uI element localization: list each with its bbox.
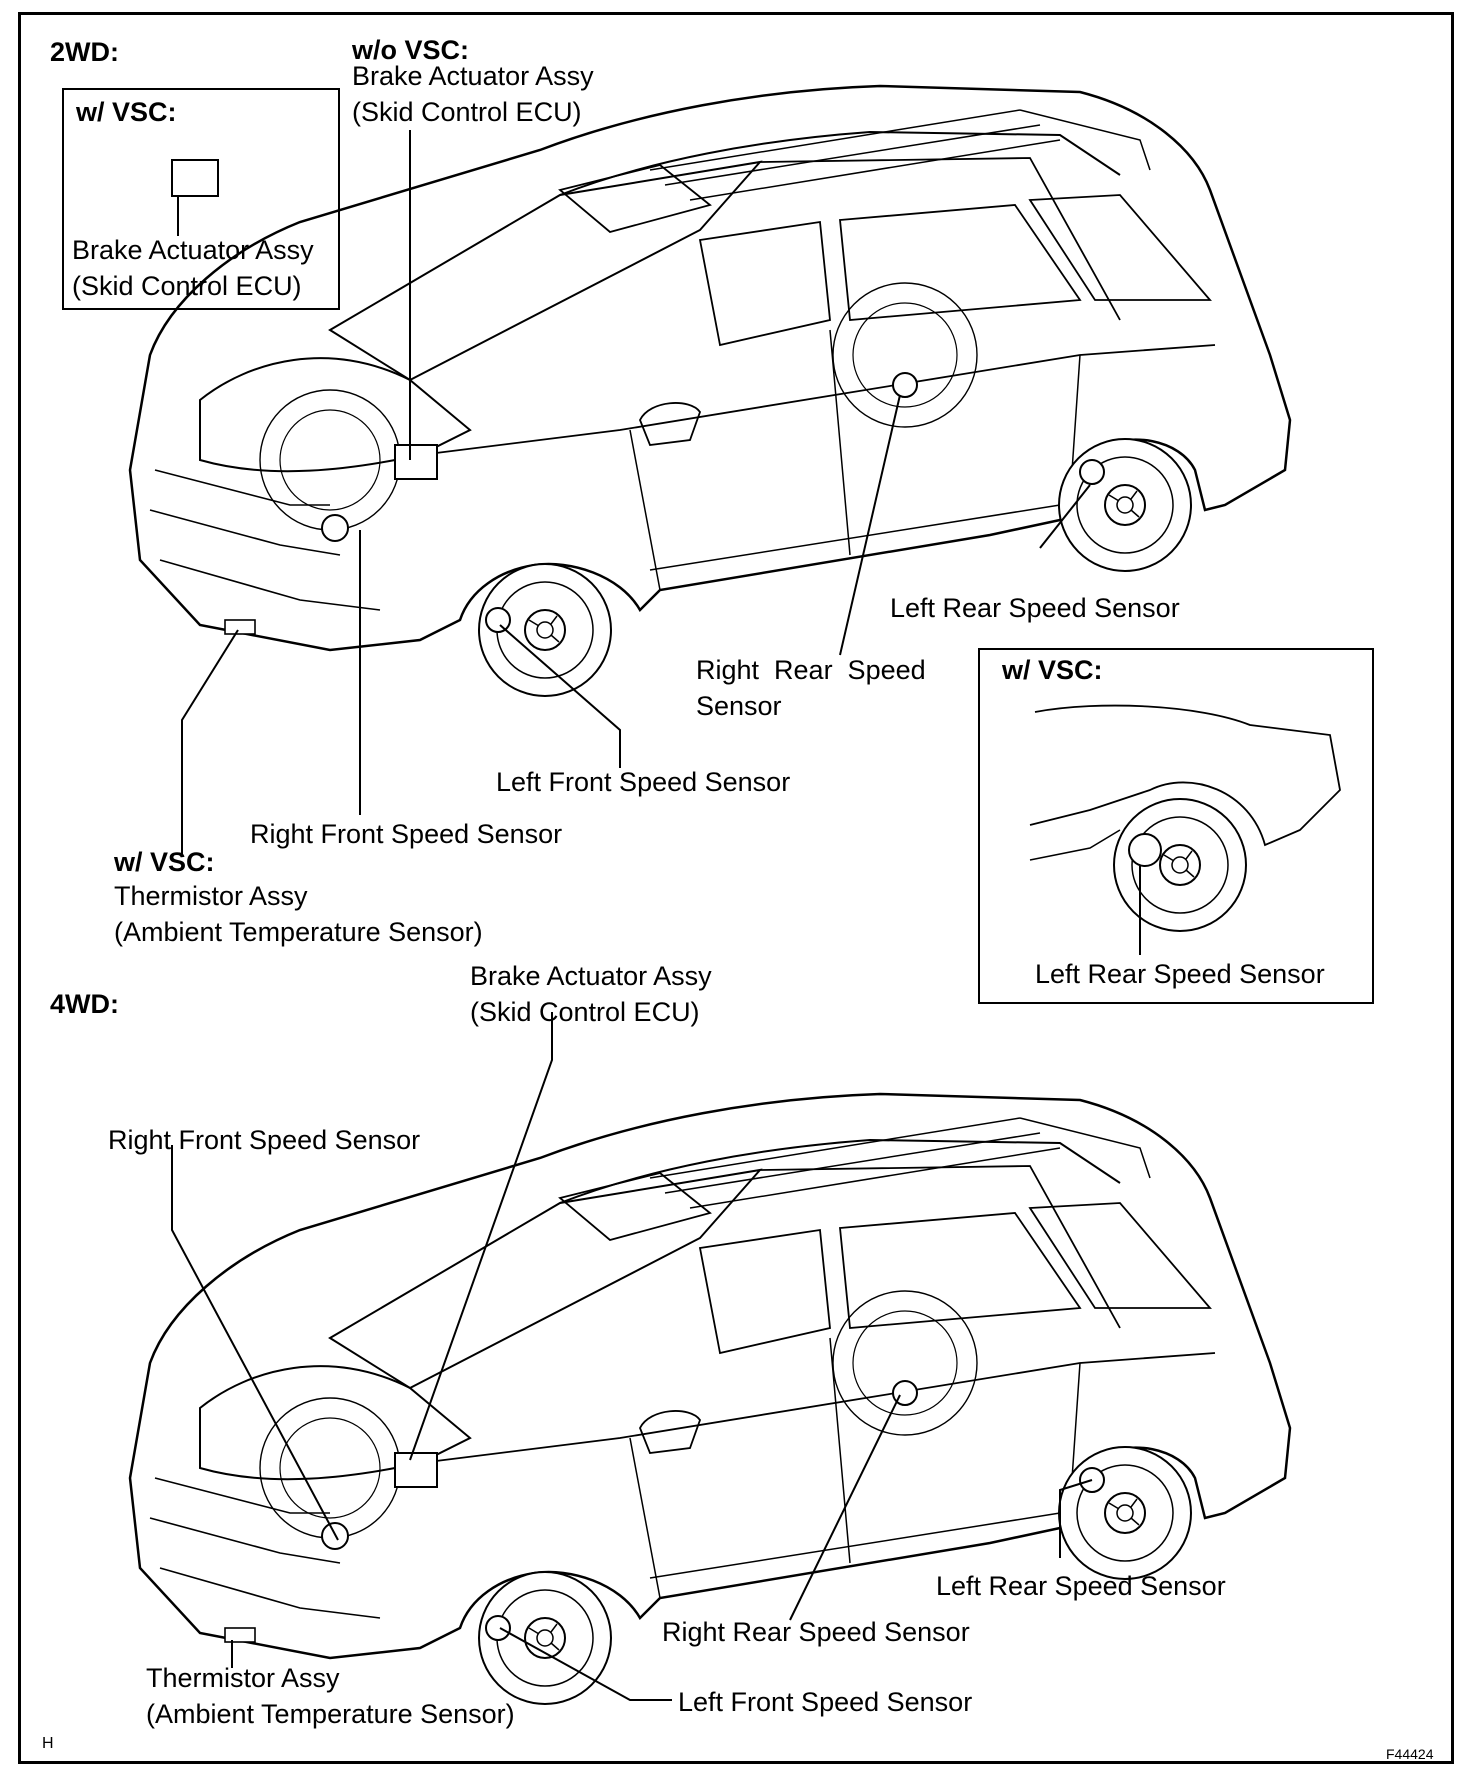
label-left-rear-2wd: Left Rear Speed Sensor (890, 593, 1180, 623)
brake-4wd-line2: (Skid Control ECU) (470, 997, 700, 1027)
heading-2wd: 2WD: (50, 37, 119, 67)
leader-lines-2wd (181, 130, 1091, 855)
inset-heading-vsc: w/ VSC: (76, 97, 177, 127)
thermistor-4wd-line2: (Ambient Temperature Sensor) (146, 1699, 515, 1729)
label-left-rear-4wd: Left Rear Speed Sensor (936, 1571, 1226, 1601)
label-left-front-4wd: Left Front Speed Sensor (678, 1687, 973, 1717)
wo-vsc-actuator-line2: (Skid Control ECU) (352, 97, 582, 127)
rear-inset-label: Left Rear Speed Sensor (1035, 959, 1325, 989)
inset-actuator-label-line2: (Skid Control ECU) (72, 271, 302, 301)
figure-frame (18, 12, 1454, 1764)
actuator-inset-icon (171, 159, 219, 197)
label-right-rear-2wd-line1: Right Rear Speed (696, 655, 926, 685)
brake-4wd-line1: Brake Actuator Assy (470, 961, 712, 991)
inset-2wd-vsc-actuator (62, 88, 340, 310)
thermistor-2wd-line1: Thermistor Assy (114, 881, 308, 911)
thermistor-heading-2wd: w/ VSC: (114, 847, 215, 877)
label-left-front-2wd: Left Front Speed Sensor (496, 767, 791, 797)
wo-vsc-actuator-line1: Brake Actuator Assy (352, 61, 594, 91)
inset-2wd-vsc-rear-sensor (978, 648, 1374, 1004)
label-right-front-4wd: Right Front Speed Sensor (108, 1125, 421, 1155)
leader-lines-4wd (171, 1012, 1093, 1701)
label-right-front-2wd: Right Front Speed Sensor (250, 819, 563, 849)
heading-4wd: 4WD: (50, 989, 119, 1019)
wo-vsc-heading: w/o VSC: (352, 35, 470, 65)
inset-actuator-label-line1: Brake Actuator Assy (72, 235, 314, 265)
label-right-rear-4wd: Right Rear Speed Sensor (662, 1617, 970, 1647)
footer-code: H (42, 1735, 54, 1752)
van-4wd (130, 1094, 1290, 1704)
figure-id: F44424 (1386, 1746, 1434, 1762)
rear-inset-heading: w/ VSC: (1002, 655, 1103, 685)
thermistor-4wd-line1: Thermistor Assy (146, 1663, 340, 1693)
thermistor-2wd-line2: (Ambient Temperature Sensor) (114, 917, 483, 947)
label-right-rear-2wd-line2: Sensor (696, 691, 782, 721)
rear-wheel-inset-drawing (1029, 704, 1341, 955)
